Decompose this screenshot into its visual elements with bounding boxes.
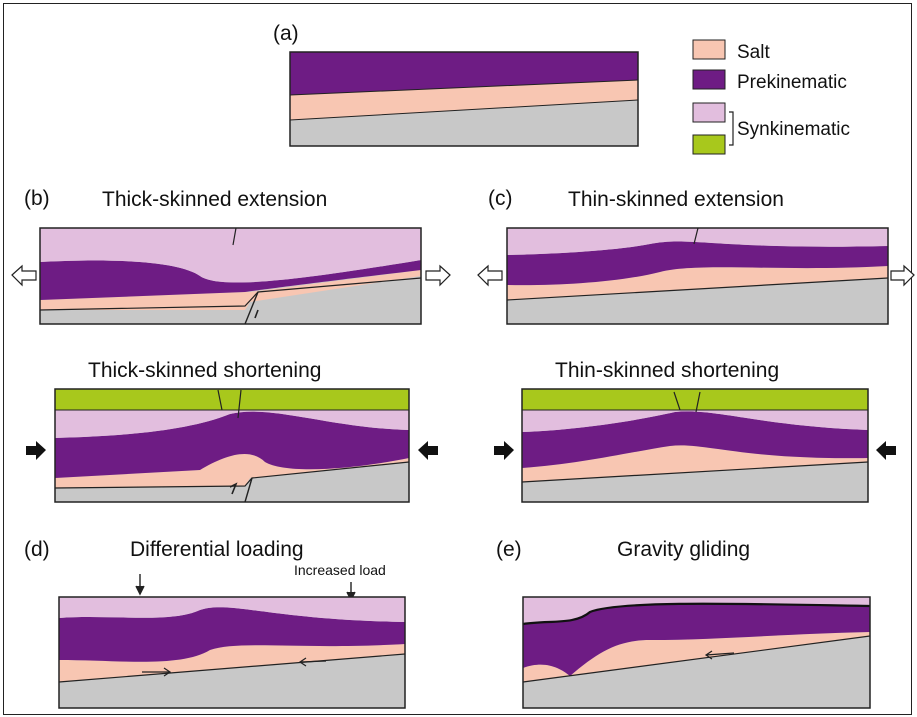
section-border <box>39 227 422 325</box>
panel-b-label: (b) <box>24 187 50 210</box>
prekinematic-layer <box>55 411 409 478</box>
panel-d-section <box>58 596 406 709</box>
panel-b-title-extension: Thick-skinned extension <box>102 188 327 211</box>
panel-e-label: (e) <box>496 538 522 561</box>
legend-bracket <box>729 111 734 146</box>
synkinematic-layer <box>59 597 405 622</box>
prekinematic-layer <box>59 607 405 662</box>
panel-c-title-shortening: Thin-skinned shortening <box>555 359 779 382</box>
increased-load-annotation: Increased load <box>294 562 386 578</box>
solid-arrow-left-icon <box>418 441 438 460</box>
flow-arrow-icon <box>142 667 172 677</box>
synkinematic-early-layer <box>55 410 409 438</box>
legend-prekinematic-label: Prekinematic <box>737 72 847 93</box>
basement-top <box>521 461 869 483</box>
hollow-arrow-right-icon <box>890 264 915 287</box>
panel-d-label: (d) <box>24 538 50 561</box>
synkinematic-layer <box>40 228 421 283</box>
fault-slip-arrow-icon <box>229 482 238 495</box>
hollow-arrow-left-icon <box>11 264 37 287</box>
prekinematic-layer <box>40 260 421 300</box>
panel-e-title: Gravity gliding <box>617 538 750 561</box>
panel-a-label: (a) <box>273 22 299 45</box>
synkinematic-early-layer <box>522 410 868 432</box>
panel-b-title-shortening: Thick-skinned shortening <box>88 359 321 382</box>
legend-salt-label: Salt <box>737 42 770 63</box>
panel-d-title: Differential loading <box>130 538 304 561</box>
legend-synkinematic-early-swatch <box>692 102 726 123</box>
legend-synkinematic-label: Synkinematic <box>737 119 850 140</box>
section-border <box>521 388 869 503</box>
salt-layer <box>507 266 888 300</box>
basement-fault <box>244 477 253 503</box>
cover-fault <box>232 227 237 246</box>
panel-e-section <box>522 596 871 709</box>
basement-top <box>522 635 871 683</box>
load-arrow-icon <box>135 574 145 596</box>
salt-layer <box>522 445 868 482</box>
hollow-arrow-right-icon <box>425 264 451 287</box>
salt-layer <box>290 80 638 120</box>
section-border <box>522 596 871 709</box>
section-border <box>58 596 406 709</box>
section-border <box>506 227 889 325</box>
prekinematic-layer <box>507 241 888 286</box>
solid-arrow-left-icon <box>876 441 896 460</box>
prekinematic-layer <box>522 411 868 468</box>
flow-arrow-icon <box>298 657 327 667</box>
salt-layer <box>55 453 409 488</box>
flow-arrow-icon <box>704 650 735 660</box>
section-border <box>54 388 410 503</box>
cover-fault <box>693 227 699 245</box>
synkinematic-layer <box>507 228 888 255</box>
panel-c-title-extension: Thin-skinned extension <box>568 188 784 211</box>
panel-b-shortening-section <box>54 388 410 503</box>
panel-b-extension-section <box>39 227 422 325</box>
hollow-arrow-left-icon <box>477 264 503 287</box>
cover-faults <box>217 389 242 419</box>
prekinematic-top <box>522 602 871 626</box>
prekinematic-layer <box>290 52 638 95</box>
legend: Salt Prekinematic Synkinematic <box>692 39 850 155</box>
salt-layer <box>523 632 870 682</box>
synkinematic-late-layer <box>55 389 409 410</box>
panel-c-shortening-section <box>521 388 869 503</box>
basement-top <box>39 277 422 311</box>
salt-layer <box>40 270 421 310</box>
basement-top <box>58 653 406 683</box>
prekinematic-layer <box>523 603 870 676</box>
solid-arrow-right-icon <box>26 441 46 460</box>
cover-faults <box>673 391 701 413</box>
legend-synkinematic-late-swatch <box>692 134 726 155</box>
basement-fault <box>244 291 259 325</box>
panel-c-extension-section <box>506 227 889 325</box>
basement-top <box>506 277 889 301</box>
layer-contacts <box>289 79 639 121</box>
panel-c-label: (c) <box>488 187 513 210</box>
fault-slip-arrow-icon <box>254 309 259 319</box>
solid-arrow-right-icon <box>494 441 514 460</box>
synkinematic-late-layer <box>522 389 868 410</box>
legend-prekinematic-swatch <box>692 69 726 90</box>
legend-salt-swatch <box>692 39 726 60</box>
basement-top <box>54 461 410 489</box>
section-border <box>289 51 639 147</box>
panel-a-section <box>289 51 639 147</box>
